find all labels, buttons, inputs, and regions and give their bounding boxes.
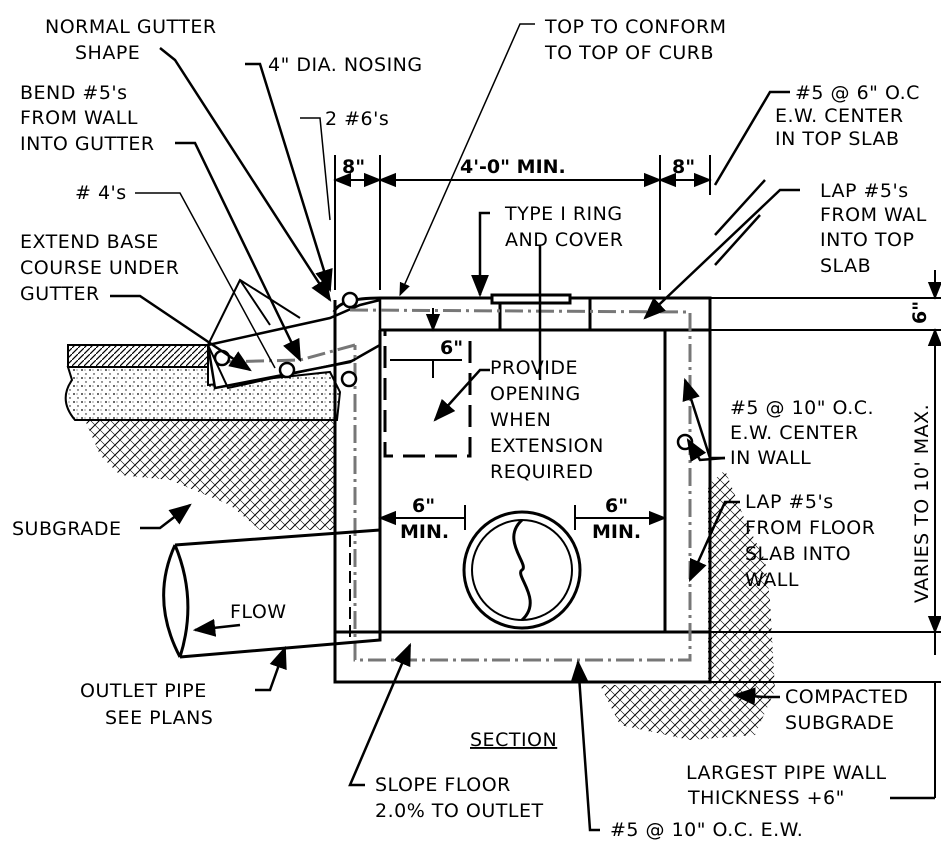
label-lap-top-1: LAP #5's: [820, 180, 909, 202]
dim-depth: VARIES TO 10' MAX.: [911, 404, 933, 603]
label-largest-1: LARGEST PIPE WALL: [686, 762, 887, 784]
label-four-s: # 4's: [75, 182, 127, 204]
label-lap-top-3: INTO TOP: [820, 229, 914, 251]
rebar-circles: [213, 291, 694, 451]
dim-clear-left: 6": [412, 495, 435, 517]
label-extend-3: GUTTER: [20, 283, 100, 305]
label-slope-2: 2.0% TO OUTLET: [375, 800, 544, 822]
dim-clear-left-min: MIN.: [400, 521, 449, 543]
dim-clear-right: 6": [605, 495, 628, 517]
label-compacted-1: COMPACTED: [785, 686, 909, 708]
dimension-lines: [333, 155, 941, 798]
label-ring-2: AND COVER: [505, 229, 623, 251]
label-top-slab-3: IN TOP SLAB: [775, 128, 900, 150]
label-flow: FLOW: [230, 601, 287, 623]
dimension-texts: 8" 4'-0" MIN. 8" 6" 6" VARIES TO 10' MAX…: [342, 156, 933, 603]
label-normal-gutter-2: SHAPE: [75, 42, 140, 64]
dim-wall-left: 8": [342, 156, 365, 178]
dim-top-slab-right: 6": [909, 301, 931, 324]
label-top-slab-1: #5 @ 6" O.C: [795, 82, 920, 104]
label-bend-2: FROM WALL: [20, 107, 138, 129]
label-subgrade: SUBGRADE: [12, 518, 121, 540]
label-outlet-1: OUTLET PIPE: [80, 680, 207, 702]
label-lap-floor-1: LAP #5's: [745, 491, 834, 513]
label-lap-floor-3: SLAB INTO: [745, 543, 851, 565]
labels: NORMAL GUTTER SHAPE 4" DIA. NOSING TOP T…: [12, 16, 927, 841]
label-lap-top-2: FROM WAL: [820, 204, 927, 226]
label-top-conform-1: TOP TO CONFORM: [544, 16, 727, 38]
label-wall-bar-2: E.W. CENTER: [730, 422, 859, 444]
label-floor-bar: #5 @ 10" O.C. E.W.: [610, 819, 803, 841]
label-wall-bar-3: IN WALL: [730, 447, 811, 469]
label-two-6s: 2 #6's: [325, 108, 389, 130]
label-outlet-2: SEE PLANS: [105, 707, 213, 729]
label-normal-gutter-1: NORMAL GUTTER: [45, 16, 217, 38]
label-compacted-2: SUBGRADE: [785, 712, 894, 734]
label-lap-floor-2: FROM FLOOR: [745, 517, 875, 539]
label-top-conform-2: TO TOP OF CURB: [544, 42, 714, 64]
subgrade-hatch: [85, 420, 775, 740]
label-provide-3: WHEN: [490, 409, 551, 431]
dim-clear-width: 4'-0" MIN.: [460, 156, 566, 178]
dim-wall-right: 8": [672, 156, 695, 178]
label-provide-5: REQUIRED: [490, 461, 594, 483]
label-slope-1: SLOPE FLOOR: [375, 774, 511, 796]
leader-lines: [110, 23, 935, 832]
label-provide-1: PROVIDE: [490, 357, 578, 379]
label-provide-4: EXTENSION: [490, 435, 604, 457]
label-extend-2: COURSE UNDER: [20, 257, 179, 279]
label-bend-3: INTO GUTTER: [20, 133, 155, 155]
label-top-slab-2: E.W. CENTER: [775, 105, 904, 127]
label-section: SECTION: [470, 729, 557, 751]
label-lap-floor-4: WALL: [745, 569, 799, 591]
label-largest-2: THICKNESS +6": [687, 787, 845, 809]
structure: [332, 293, 941, 684]
dim-clear-right-min: MIN.: [592, 521, 641, 543]
dim-slab-thickness: 6": [440, 337, 463, 359]
label-wall-bar-1: #5 @ 10" O.C.: [730, 397, 874, 419]
label-nosing: 4" DIA. NOSING: [268, 54, 423, 76]
label-provide-2: OPENING: [490, 383, 581, 405]
label-ring-1: TYPE I RING: [504, 203, 623, 225]
label-lap-top-4: SLAB: [820, 255, 871, 277]
label-bend-1: BEND #5's: [20, 82, 128, 104]
pavement: [64, 344, 342, 421]
outlet-pipe: [162, 528, 382, 659]
label-extend-1: EXTEND BASE: [20, 231, 159, 253]
pipe-opening: [462, 510, 582, 630]
